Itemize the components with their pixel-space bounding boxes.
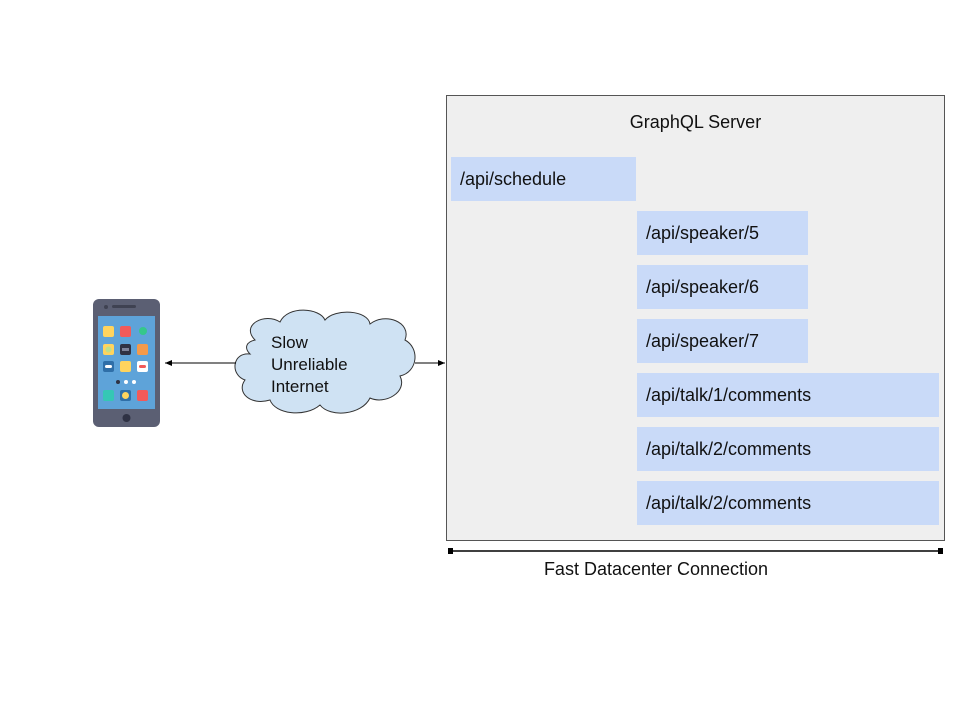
cloud-label: Slow Unreliable Internet [271,332,381,398]
cloud-line-unreliable: Unreliable [271,355,348,374]
cloud-icon [234,309,416,414]
endpoint-speaker-5: /api/speaker/5 [637,211,808,255]
endpoint-speaker-7: /api/speaker/7 [637,319,808,363]
endpoint-talk-1-comments: /api/talk/1/comments [637,373,939,417]
endpoint-speaker-6: /api/speaker/6 [637,265,808,309]
endpoint-talk-2-comments: /api/talk/2/comments [637,427,939,471]
datacenter-connection-label: Fast Datacenter Connection [543,559,769,579]
cloud-line-slow: Slow [271,333,308,352]
endpoint-talk-2-comments-duplicate: /api/talk/2/comments [637,481,939,525]
cloud-line-internet: Internet [271,377,329,396]
smartphone-icon [93,299,160,427]
server-title: GraphQL Server [629,112,762,132]
endpoint-schedule: /api/schedule [451,157,636,201]
